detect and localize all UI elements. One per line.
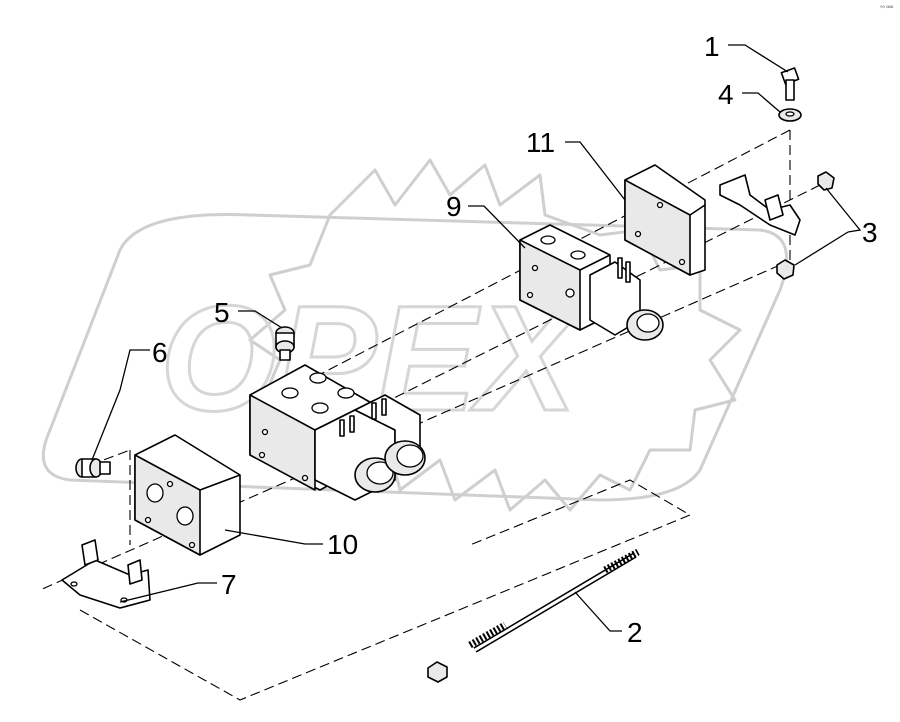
part-5-fitting	[275, 326, 295, 361]
callout-4: 4	[718, 79, 734, 110]
part-6-fitting	[75, 458, 111, 478]
part-9-valve-block	[519, 224, 664, 341]
bracket-right	[719, 174, 801, 236]
watermark-oval	[41, 212, 789, 502]
fasteners-top	[776, 67, 835, 280]
callout-6: 6	[152, 337, 168, 368]
callout-9: 9	[446, 191, 462, 222]
main-valve-block	[249, 364, 426, 501]
callout-1: 1	[704, 31, 720, 62]
part-11-plate	[624, 164, 706, 276]
callout-10: 10	[327, 529, 358, 560]
callouts: 1 4 11 3 9 5 6 10 7 2	[152, 31, 878, 648]
callout-7: 7	[221, 569, 237, 600]
corner-mark: °⁰ ººº	[880, 5, 894, 12]
part-2-tie-rod	[427, 548, 640, 683]
callout-11: 11	[526, 127, 555, 158]
callout-3: 3	[862, 217, 878, 248]
callout-2: 2	[627, 617, 643, 648]
part-7-bracket	[61, 539, 151, 609]
callout-5: 5	[214, 297, 230, 328]
part-10-end-block	[134, 434, 241, 556]
leader-lines	[91, 44, 862, 632]
